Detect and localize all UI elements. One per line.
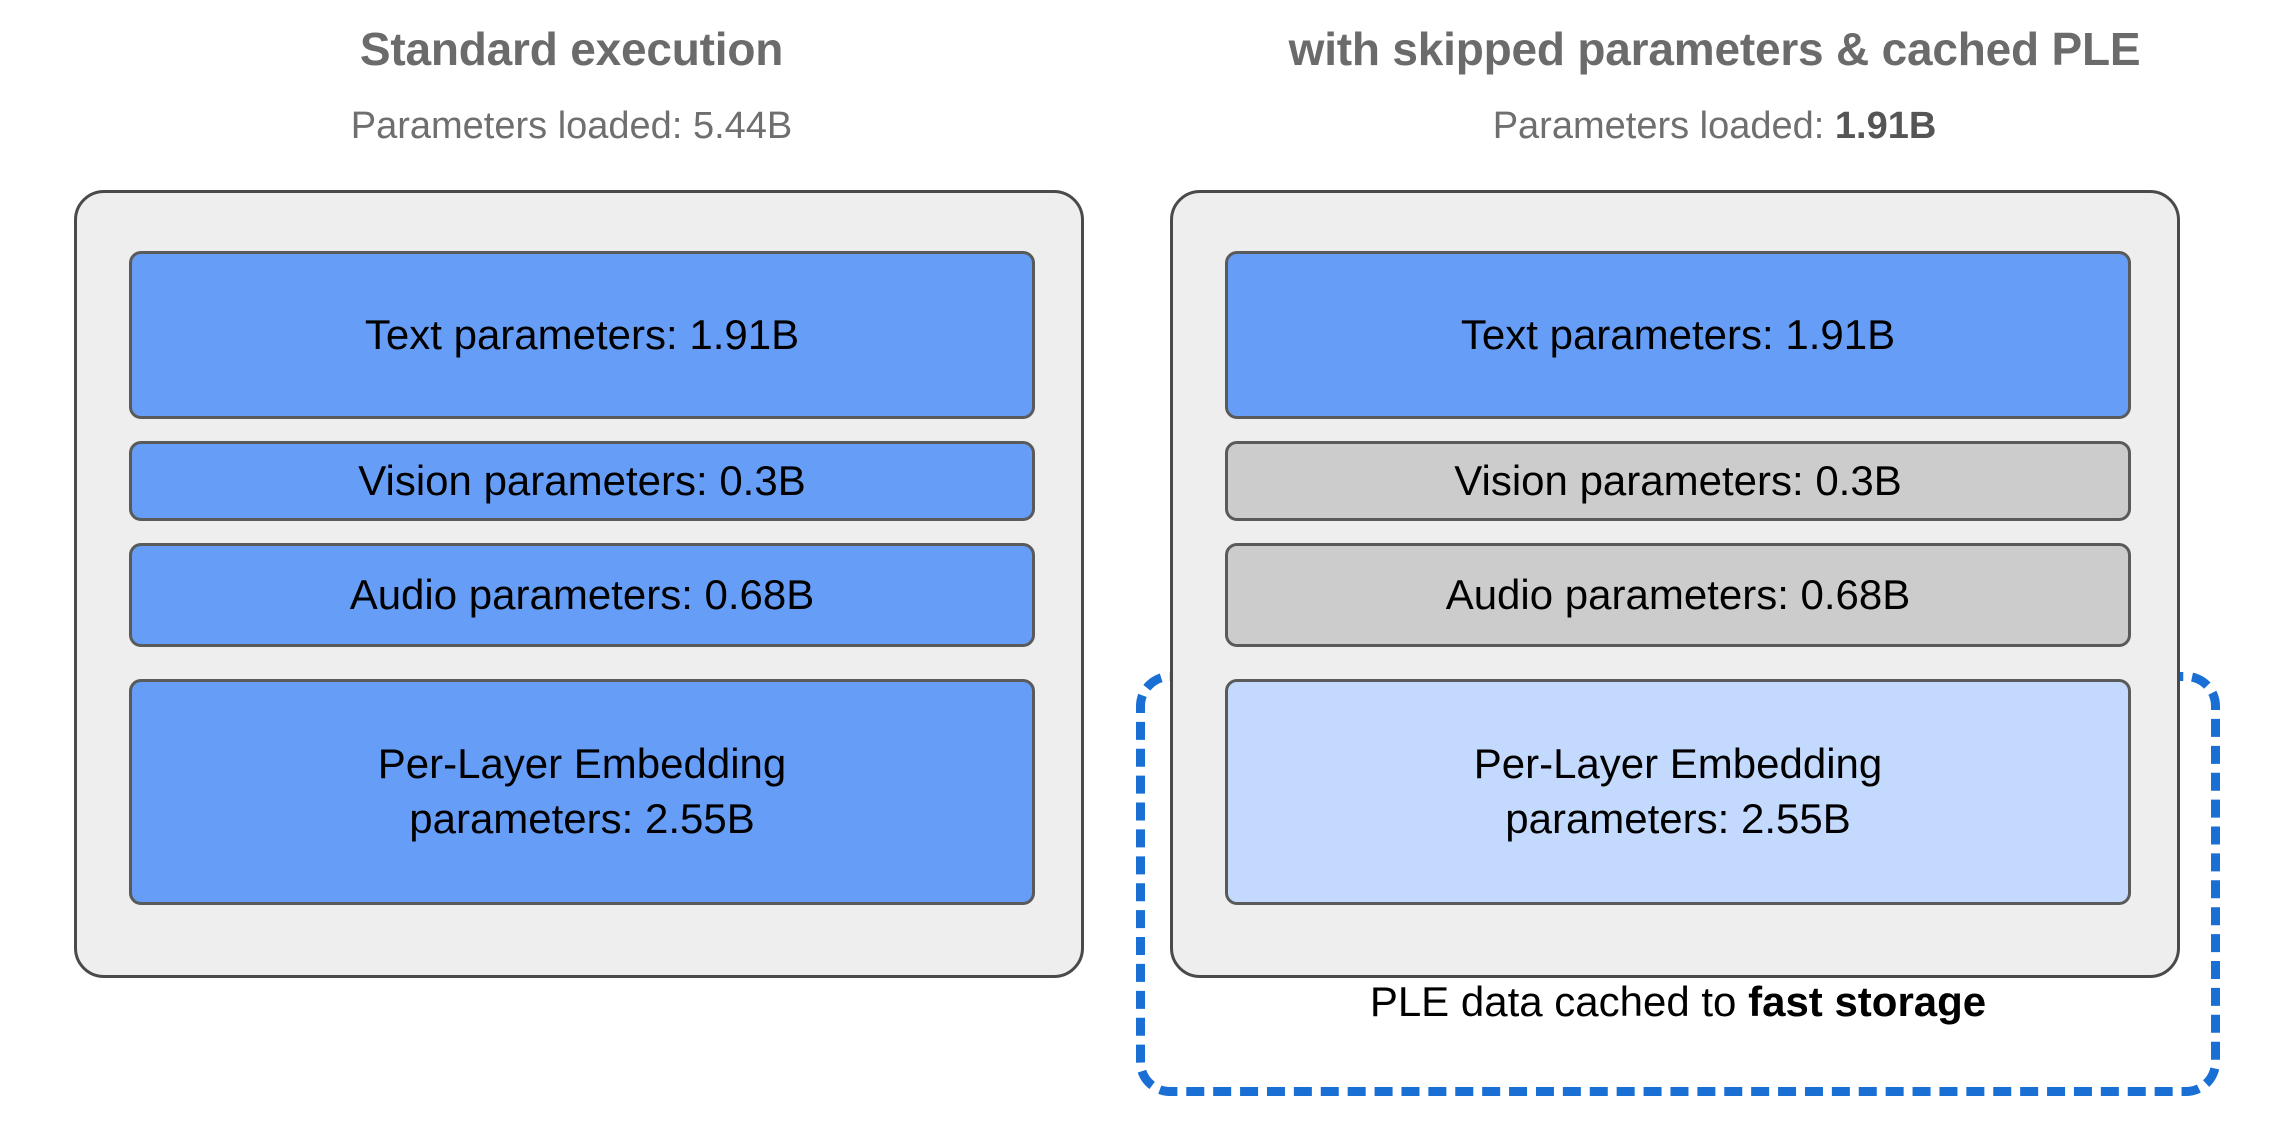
param-block-ple-right-line1: Per-Layer Embedding [1473, 740, 1883, 788]
param-block-audio-left: Audio parameters: 0.68B [129, 543, 1035, 647]
param-block-ple-left-line2: parameters: 2.55B [409, 795, 755, 842]
cache-caption-prefix: PLE data cached to [1369, 978, 1749, 1025]
subtitle-prefix-left: Parameters loaded: [350, 105, 693, 147]
param-block-ple-left-line1: Per-Layer Embedding [377, 740, 787, 788]
param-block-ple-right: Per-Layer Embedding parameters: 2.55B [1225, 679, 2131, 905]
param-block-text-right: Text parameters: 1.91B [1225, 251, 2131, 419]
param-block-text-left: Text parameters: 1.91B [129, 251, 1035, 419]
param-block-ple-right-line2: parameters: 2.55B [1505, 795, 1851, 842]
column-subtitle-skipped-cached: Parameters loaded: 1.91B [1143, 105, 2286, 148]
param-block-audio-right: Audio parameters: 0.68B [1225, 543, 2131, 647]
column-title-standard-execution: Standard execution [359, 23, 784, 75]
param-block-vision-left: Vision parameters: 0.3B [129, 441, 1035, 521]
param-block-ple-left: Per-Layer Embedding parameters: 2.55B [129, 679, 1035, 905]
column-subtitle-standard-execution: Parameters loaded: 5.44B [0, 105, 1143, 148]
panel-standard-execution: Text parameters: 1.91B Vision parameters… [74, 190, 1084, 978]
panel-skipped-cached: Text parameters: 1.91B Vision parameters… [1170, 190, 2180, 978]
subtitle-value-right: 1.91B [1834, 105, 1937, 147]
subtitle-value-left: 5.44B [692, 105, 793, 147]
param-block-vision-right: Vision parameters: 0.3B [1225, 441, 2131, 521]
subtitle-prefix-right: Parameters loaded: [1492, 105, 1835, 147]
cache-caption-emphasis: fast storage [1748, 978, 1987, 1025]
cache-caption: PLE data cached to fast storage [1136, 978, 2220, 1026]
column-title-skipped-cached: with skipped parameters & cached PLE [1288, 23, 2141, 75]
